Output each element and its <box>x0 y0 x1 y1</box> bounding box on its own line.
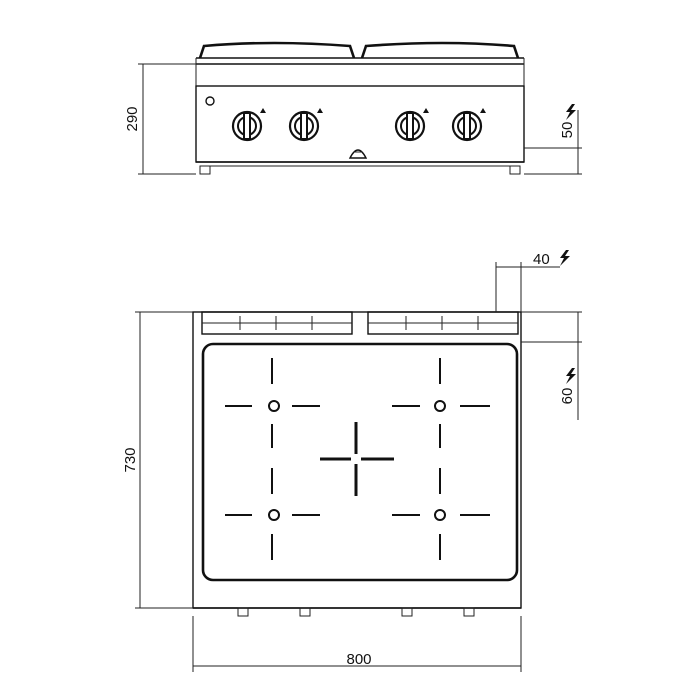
width-dimension-label: 800 <box>346 651 371 668</box>
flame-vent-icon <box>348 149 368 159</box>
back-vents <box>201 311 519 335</box>
top-view: 730 800 40 60 <box>122 250 582 672</box>
left-griddle-plate <box>198 41 356 59</box>
front-view: 290 50 <box>124 41 582 175</box>
control-knobs <box>231 108 486 142</box>
height-dimension-label: 290 <box>124 106 141 131</box>
griddle-plate <box>201 342 519 582</box>
front-foot-left <box>199 165 211 175</box>
depth-dimension-label: 730 <box>122 447 139 472</box>
lightning-bolt-icon <box>560 250 570 266</box>
top-view-outline <box>192 311 522 609</box>
control-knob-icon <box>231 108 266 142</box>
front-foot-right <box>509 165 521 175</box>
control-knob-icon <box>451 108 486 142</box>
top-view-feet <box>237 607 475 617</box>
control-knob-icon <box>394 108 429 142</box>
socket-height-label: 50 <box>559 122 576 139</box>
right-griddle-plate <box>360 41 520 59</box>
control-knob-icon <box>288 108 323 142</box>
center-cross-marker <box>320 422 394 496</box>
heating-zone-markers <box>225 358 490 560</box>
socket-offset-label: 40 <box>533 251 550 268</box>
lightning-bolt-icon <box>566 368 576 384</box>
lightning-bolt-icon <box>566 104 576 120</box>
socket-depth-label: 60 <box>559 388 576 405</box>
pilot-light-icon <box>205 96 215 106</box>
